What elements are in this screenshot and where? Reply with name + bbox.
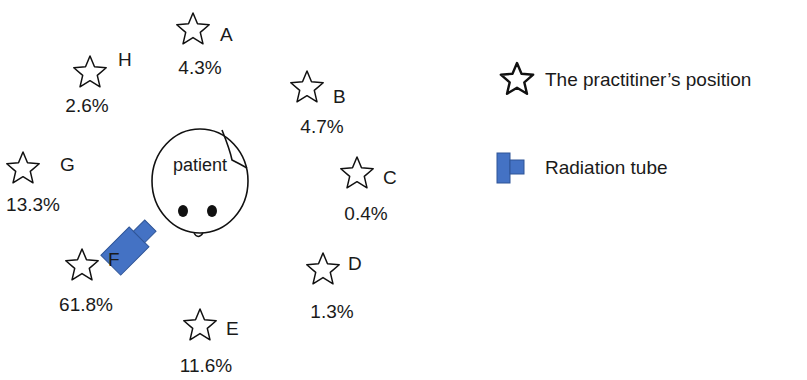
position-letter: E [226,319,239,338]
practitioner-stars [7,13,533,340]
position-letter: C [383,168,397,187]
practitioner-star [7,152,39,183]
dose-percentage: 4.7% [300,117,343,136]
practitioner-star [66,249,98,280]
position-letter: B [333,87,346,106]
practitioner-star [291,71,323,102]
chin [194,233,203,237]
practitioner-star [307,253,339,284]
practitioner-star [74,56,106,87]
legend-text: Radiation tube [545,158,668,177]
position-letter: G [60,155,75,174]
radiation-tube [101,216,160,275]
practitioner-star [501,63,533,94]
position-letter: F [108,250,120,269]
eye [207,205,217,217]
dose-percentage: 4.3% [178,58,221,77]
dose-percentage: 61.8% [59,295,113,314]
dose-percentage: 1.3% [310,302,353,321]
eye [178,205,188,217]
position-letter: D [348,254,362,273]
practitioner-star [341,157,373,188]
position-letter: H [118,50,132,69]
patient-head [152,129,248,233]
practitioner-star [177,13,209,44]
node-text: patient [173,156,227,174]
legend-tube-icon [497,153,524,183]
dose-percentage: 11.6% [180,356,232,375]
legend-text: The practitiner’s position [545,70,751,89]
dose-percentage: 0.4% [344,204,387,223]
dose-percentage: 13.3% [6,195,60,214]
practitioner-star [184,309,216,340]
dose-percentage: 2.6% [65,96,108,115]
patient-label-area: patient [157,150,243,180]
position-letter: A [220,25,233,44]
